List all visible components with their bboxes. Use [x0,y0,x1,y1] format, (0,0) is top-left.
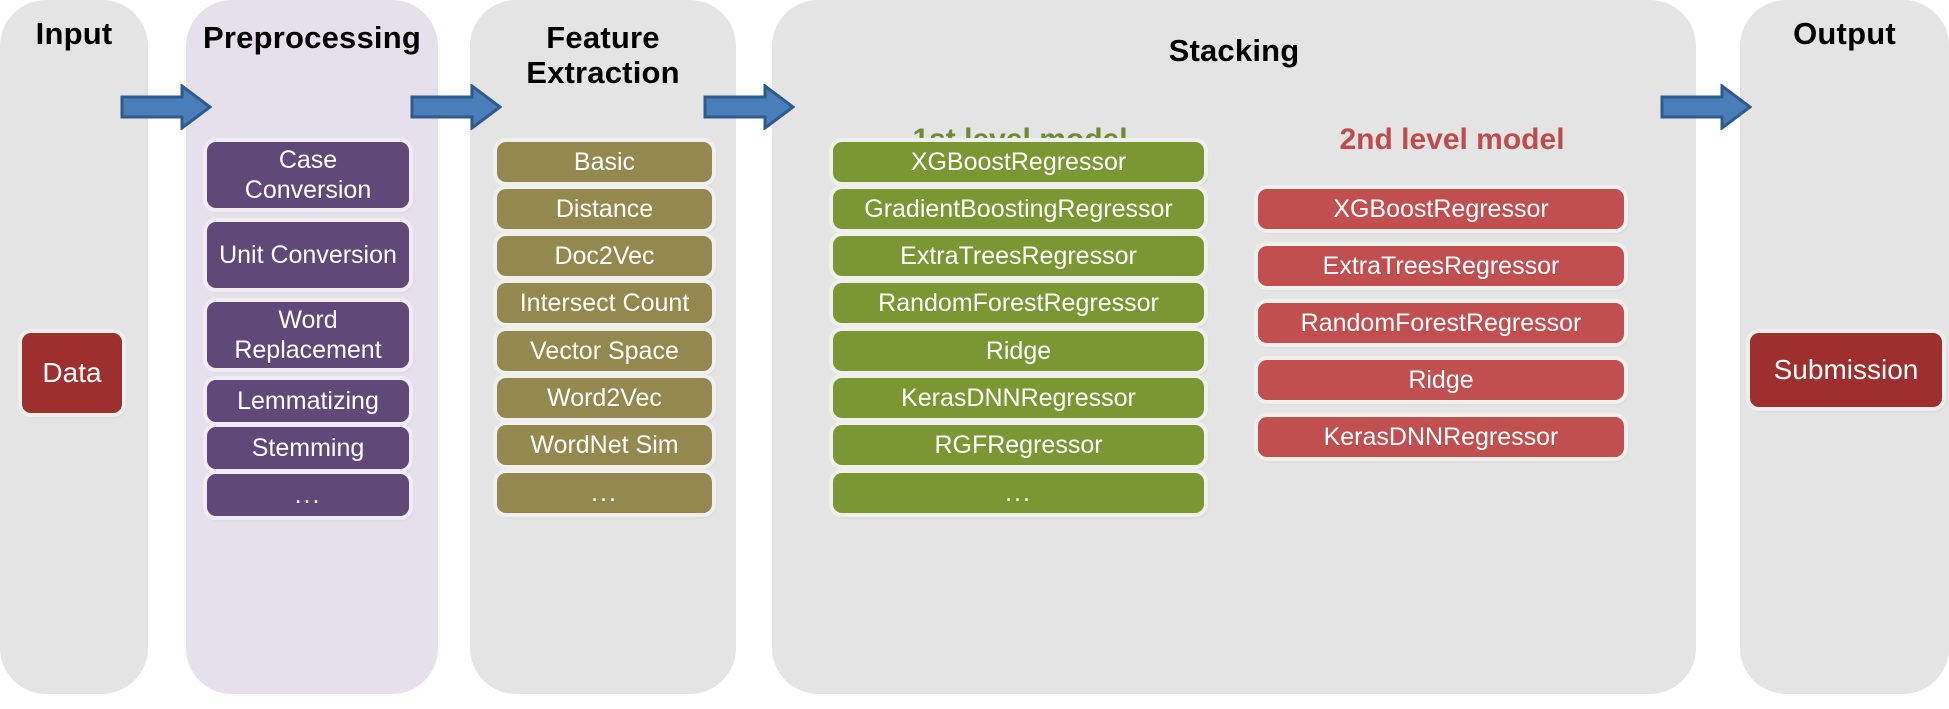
chip-vector-space[interactable]: Vector Space [497,331,712,371]
chip-word-replacement[interactable]: Word Replacement [207,302,409,368]
stage-title-stacking: Stacking [1168,33,1300,68]
stacking-level2-title: 2nd level model [1339,123,1565,156]
chip-unit-conversion[interactable]: Unit Conversion [207,222,409,288]
chip-distance[interactable]: Distance [497,189,712,229]
chip-feature-extraction-more[interactable]: ... [497,473,712,513]
chip-case-conversion[interactable]: Case Conversion [207,142,409,208]
chip-l2-kerasdnnregressor[interactable]: KerasDNNRegressor [1258,417,1624,457]
chip-l2-ridge[interactable]: Ridge [1258,360,1624,400]
chip-l2-extratreesregressor[interactable]: ExtraTreesRegressor [1258,246,1624,286]
chip-submission[interactable]: Submission [1750,333,1942,407]
chip-l1-xgboostregressor[interactable]: XGBoostRegressor [833,142,1204,182]
chip-preprocessing-more[interactable]: ... [207,474,409,516]
chip-l1-rgfregressor[interactable]: RGFRegressor [833,425,1204,465]
arrow-right-icon-1 [120,84,212,130]
chip-l1-kerasdnnregressor[interactable]: KerasDNNRegressor [833,378,1204,418]
chip-doc2vec[interactable]: Doc2Vec [497,236,712,276]
chip-l1-gradientboostingregressor[interactable]: GradientBoostingRegressor [833,189,1204,229]
chip-l1-ridge[interactable]: Ridge [833,331,1204,371]
chip-intersect-count[interactable]: Intersect Count [497,283,712,323]
chip-data[interactable]: Data [22,333,122,413]
chip-l1-extratreesregressor[interactable]: ExtraTreesRegressor [833,236,1204,276]
chip-l1-randomforestregressor[interactable]: RandomForestRegressor [833,283,1204,323]
chip-word2vec[interactable]: Word2Vec [497,378,712,418]
stage-title-input: Input [35,16,113,51]
chip-l2-xgboostregressor[interactable]: XGBoostRegressor [1258,189,1624,229]
chip-wordnet-sim[interactable]: WordNet Sim [497,425,712,465]
chip-l2-randomforestregressor[interactable]: RandomForestRegressor [1258,303,1624,343]
arrow-right-icon-2 [410,84,502,130]
arrow-right-icon-4 [1660,84,1752,130]
chip-stemming[interactable]: Stemming [207,427,409,469]
chip-l1-more[interactable]: ... [833,473,1204,513]
chip-basic[interactable]: Basic [497,142,712,182]
stage-title-output: Output [1793,16,1896,51]
stage-title-preprocessing: Preprocessing [203,20,421,55]
arrow-right-icon-3 [703,84,795,130]
chip-lemmatizing[interactable]: Lemmatizing [207,380,409,422]
stage-title-feature-extraction: Feature Extraction [526,20,680,91]
